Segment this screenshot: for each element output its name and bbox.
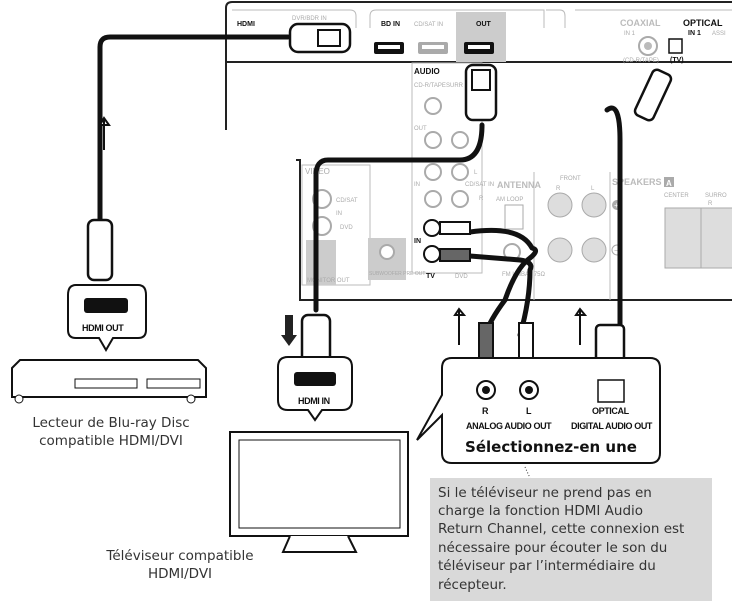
am-loop-label: AM LOOP <box>496 197 523 203</box>
coaxial-in-label: IN 1 <box>624 31 636 37</box>
rca-cable-r <box>467 227 538 338</box>
front-l-label: L <box>591 186 595 192</box>
up-arrow-bluray <box>98 116 111 150</box>
bluray-caption-line1: Lecteur de Blu-ray Disc <box>32 415 189 431</box>
audio-in-label: IN <box>414 182 420 188</box>
note-box: Si le téléviseur ne prend pas en charge … <box>430 478 712 601</box>
assign-label: ASSI <box>712 31 726 37</box>
analog-r-label: R <box>482 406 489 416</box>
tv-audio-callout: R L ANALOG AUDIO OUT OPTICAL DIGITAL AUD… <box>416 357 661 464</box>
audio-l-label: L <box>474 170 478 176</box>
dvr-in-label: DVR/BDR IN <box>292 16 327 22</box>
audio-tv-label: TV <box>426 273 435 280</box>
note-line: téléviseur par l’intermédiaire du <box>438 558 656 574</box>
analog-l-label: L <box>526 406 532 416</box>
bd-in-label: BD IN <box>381 21 400 28</box>
hdmi-port-out[interactable] <box>464 42 494 54</box>
tv-caption-line1: Téléviseur compatible <box>105 548 253 564</box>
hdmi-plug-receiver-out <box>464 63 498 122</box>
note-line: nécessaire pour écouter le son du <box>438 540 667 556</box>
audio-surr-pre-label: SURR PRE <box>446 83 477 89</box>
bluray-caption-line2: compatible HDMI/DVI <box>39 433 183 449</box>
minus-label: − <box>614 246 619 255</box>
cables <box>97 34 623 433</box>
video-dvd-label: DVD <box>340 225 353 231</box>
note-line: Return Channel, cette connexion est <box>438 521 684 537</box>
speakers-label: SPEAKERS <box>612 177 662 187</box>
audio-cdr-tape-label: CD-R/TAPE <box>414 83 446 89</box>
note-line: charge la fonction HDMI Audio <box>438 503 643 519</box>
antenna-label: ANTENNA <box>497 180 541 190</box>
front-l-minus-terminal[interactable] <box>581 237 607 263</box>
down-arrow-tv <box>281 315 297 346</box>
audio-out-label: OUT <box>414 126 427 132</box>
video-cdsat-label: CD/SAT <box>336 198 358 204</box>
optical-label: OPTICAL <box>683 18 723 28</box>
note-leader <box>524 466 531 479</box>
center-label: CENTER <box>664 193 689 199</box>
audio-tv-in-l-jack[interactable] <box>423 219 441 237</box>
optical-sub-label: (TV) <box>670 57 684 64</box>
front-label: FRONT <box>560 176 581 182</box>
optical-in-label: IN 1 <box>688 30 701 37</box>
audio-dvd-label: DVD <box>455 274 468 280</box>
bluray-player <box>11 359 207 404</box>
up-arrow-optical <box>574 307 588 345</box>
speakers-badge: A <box>666 179 672 188</box>
rca-cable-l <box>467 253 534 338</box>
surround-r-label: R <box>708 201 713 207</box>
coaxial-label: COAXIAL <box>620 18 661 28</box>
audio-section-label: AUDIO <box>414 67 440 76</box>
cdsat-in-label: CD/SAT IN <box>414 22 443 28</box>
audio-tv-in-label: IN <box>414 238 421 245</box>
plus-label: + <box>614 201 619 210</box>
hdmi-cable-tv <box>313 122 485 313</box>
optical-out-label: OPTICAL <box>592 406 630 416</box>
front-r-plus-terminal[interactable] <box>547 192 573 218</box>
hdmi-out-label: HDMI OUT <box>82 323 124 333</box>
television <box>229 431 409 553</box>
audio-tv-in-r-jack[interactable] <box>423 245 441 263</box>
tv-caption-line2: HDMI/DVI <box>148 566 212 582</box>
hdmi-port-bd-in[interactable] <box>374 42 404 54</box>
digital-audio-out-label: DIGITAL AUDIO OUT <box>571 421 653 431</box>
hdmi-out-label: OUT <box>476 21 492 28</box>
hdmi-out-highlight <box>456 12 506 62</box>
hdmi-section-label: HDMI <box>237 21 255 28</box>
hdmi-plug-bluray <box>86 218 114 282</box>
hdmi-plug-bluray-end <box>288 22 352 54</box>
audio-r-label: R <box>479 196 484 202</box>
subwoofer-label: SUBWOOFER PRE OUT <box>369 271 425 277</box>
hdmi-port-cdsat-in[interactable] <box>418 42 448 54</box>
optical-plug-receiver <box>633 68 673 122</box>
tv-optical-jack[interactable] <box>597 379 625 403</box>
front-l-plus-terminal[interactable] <box>581 192 607 218</box>
bluray-hdmi-out-callout: HDMI OUT <box>67 284 147 352</box>
analog-audio-out-label: ANALOG AUDIO OUT <box>466 421 552 431</box>
surround-label: SURRO <box>705 193 727 199</box>
optical-jack[interactable] <box>668 38 683 54</box>
note-line: Si le téléviseur ne prend pas en <box>438 485 652 501</box>
optical-cable <box>604 105 623 433</box>
front-r-minus-terminal[interactable] <box>547 237 573 263</box>
receiver-rear-panel: HDMI BD IN CD/SAT IN OUT COAXIAL IN 1 (C… <box>225 1 732 301</box>
note-line: récepteur. <box>438 577 507 593</box>
tv-hdmi-in-callout: HDMI IN <box>277 356 353 422</box>
choose-one-label: Sélectionnez-en une <box>465 438 637 456</box>
fm-label: FM UNBAL 75Ω <box>502 272 545 278</box>
hdmi-cable-bluray <box>97 34 291 223</box>
hdmi-in-label: HDMI IN <box>298 396 330 406</box>
rca-plugs-receiver <box>439 221 471 262</box>
coaxial-sub-label: (CD-R/TAPE) <box>623 58 659 64</box>
monitor-out-label: MONITOR OUT <box>307 278 350 284</box>
audio-cdsat-label: CD/SAT IN <box>465 182 494 188</box>
up-arrow-analog <box>453 307 467 345</box>
video-in-label: IN <box>336 211 342 217</box>
front-r-label: R <box>556 186 561 192</box>
